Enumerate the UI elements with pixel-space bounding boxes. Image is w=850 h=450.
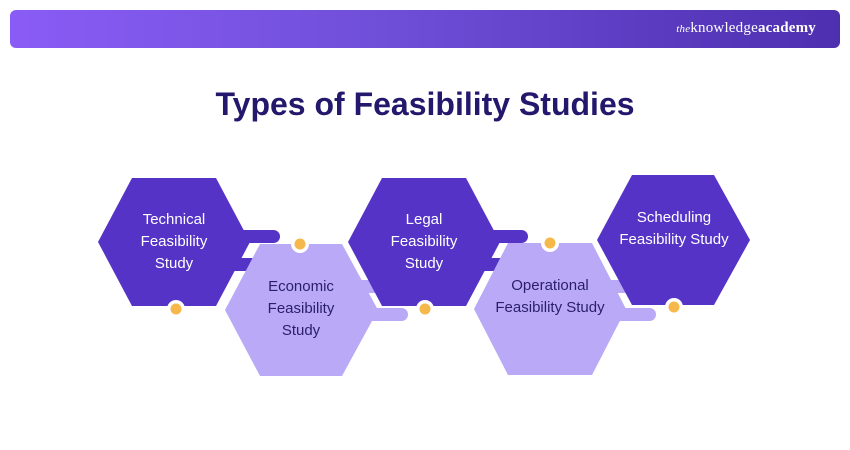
connector-dot <box>665 298 683 316</box>
hexagon-economic <box>225 244 378 376</box>
step-label-legal: Legal Feasibility Study <box>390 211 458 272</box>
page-title: Types of Feasibility Studies <box>215 86 635 122</box>
step-label-technical: Technical Feasibility Study <box>140 211 208 272</box>
hexagon-operational <box>474 243 626 375</box>
hexagon-scheduling <box>597 175 750 305</box>
hexagon-technical <box>98 178 250 306</box>
connector-dot <box>291 235 309 253</box>
header-banner: theknowledgeacademy <box>10 10 840 48</box>
hexagon-legal <box>348 178 500 306</box>
step-label-scheduling: Scheduling Feasibility Study <box>619 209 729 248</box>
step-label-economic: Economic Feasibility Study <box>267 278 335 339</box>
step-label-operational: Operational Feasibility Study <box>495 277 605 316</box>
brand-logo: theknowledgeacademy <box>676 20 816 36</box>
connector-dot <box>167 300 185 318</box>
connector-dot <box>416 300 434 318</box>
connector-dot <box>541 234 559 252</box>
